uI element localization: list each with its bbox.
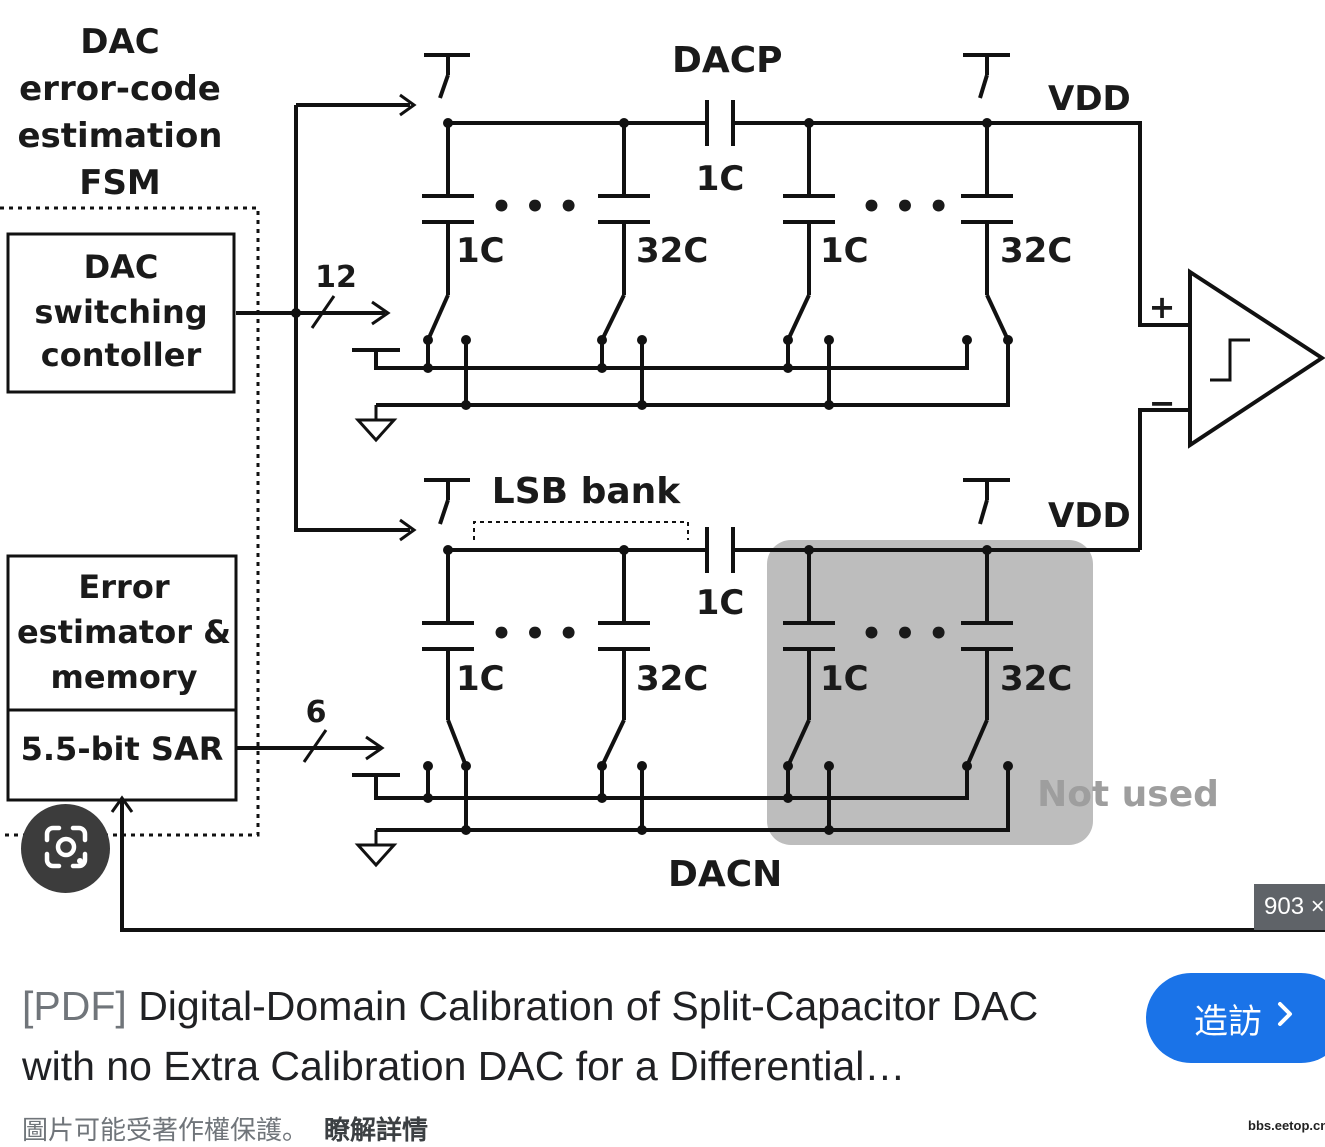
fsm-label-line-1: DAC: [80, 22, 160, 62]
switching-controller-line-1: DAC: [84, 248, 159, 286]
dac-n-label: DACN: [668, 854, 782, 895]
cap-label-top-3: 1C: [820, 231, 869, 271]
cap-label-bottom-2: 32C: [636, 659, 708, 699]
fsm-label-line-3: estimation: [17, 116, 222, 156]
learn-more-link[interactable]: 瞭解詳情: [324, 1116, 429, 1146]
visit-button-label: 造訪: [1194, 1001, 1262, 1042]
vdd-bottom: VDD: [1048, 496, 1131, 536]
switching-controller-box: [6, 232, 236, 394]
svg-text:• • •: • • •: [491, 187, 580, 227]
sar-label: 5.5-bit SAR: [21, 730, 224, 768]
error-estimator-line-1: Error: [78, 568, 169, 606]
fsm-label-line-4: FSM: [79, 163, 161, 203]
watermark: bbs.eetop.cn: [1248, 1118, 1325, 1133]
copyright-text: 圖片可能受著作權保護。: [22, 1116, 309, 1146]
dac-p-label: DACP: [672, 40, 783, 81]
google-lens-button[interactable]: [21, 804, 110, 893]
switching-controller-line-3: contoller: [41, 336, 202, 374]
bus-width-top: 12: [315, 260, 357, 295]
vdd-top: VDD: [1048, 79, 1131, 119]
result-title-link[interactable]: [PDF] Digital-Domain Calibration of Spli…: [22, 976, 1122, 1096]
bridge-cap-top: 1C: [696, 159, 745, 199]
circuit-diagram: DAC error-code estimation FSM DAC switch…: [0, 22, 1325, 932]
fsm-boundary: [0, 206, 260, 837]
svg-text:• • •: • • •: [491, 614, 580, 654]
svg-text:• • •: • • •: [861, 614, 950, 654]
visit-button[interactable]: 造訪: [1146, 973, 1325, 1063]
image-size-badge: 903 ×: [1254, 884, 1325, 930]
svg-text:• • •: • • •: [861, 187, 950, 227]
cap-label-top-2: 32C: [636, 231, 708, 271]
chevron-right-icon: [1276, 1000, 1294, 1036]
cap-label-top-1: 1C: [456, 231, 505, 271]
cap-label-top-4: 32C: [1000, 231, 1072, 271]
comparator: [1188, 268, 1325, 449]
error-estimator-line-2: estimator &: [17, 613, 231, 651]
switching-controller-line-2: switching: [34, 293, 207, 331]
cap-label-bottom-4: 32C: [1000, 659, 1072, 699]
error-estimator-line-3: memory: [50, 658, 197, 696]
bus-width-bottom: 6: [306, 695, 327, 730]
not-used-label: Not used: [1037, 774, 1219, 815]
result-title: Digital-Domain Calibration of Split-Capa…: [22, 983, 1039, 1089]
cap-label-bottom-3: 1C: [820, 659, 869, 699]
minus-sign: −: [1149, 384, 1176, 422]
pdf-prefix: [PDF]: [22, 983, 127, 1029]
lsb-bank-label: LSB bank: [492, 471, 682, 512]
fsm-label-line-2: error-code: [19, 69, 221, 109]
copyright-notice: 圖片可能受著作權保護。瞭解詳情: [22, 1110, 428, 1147]
bridge-cap-bottom: 1C: [696, 583, 745, 623]
google-lens-icon: [41, 822, 91, 876]
cap-label-bottom-1: 1C: [456, 659, 505, 699]
plus-sign: +: [1149, 288, 1176, 326]
